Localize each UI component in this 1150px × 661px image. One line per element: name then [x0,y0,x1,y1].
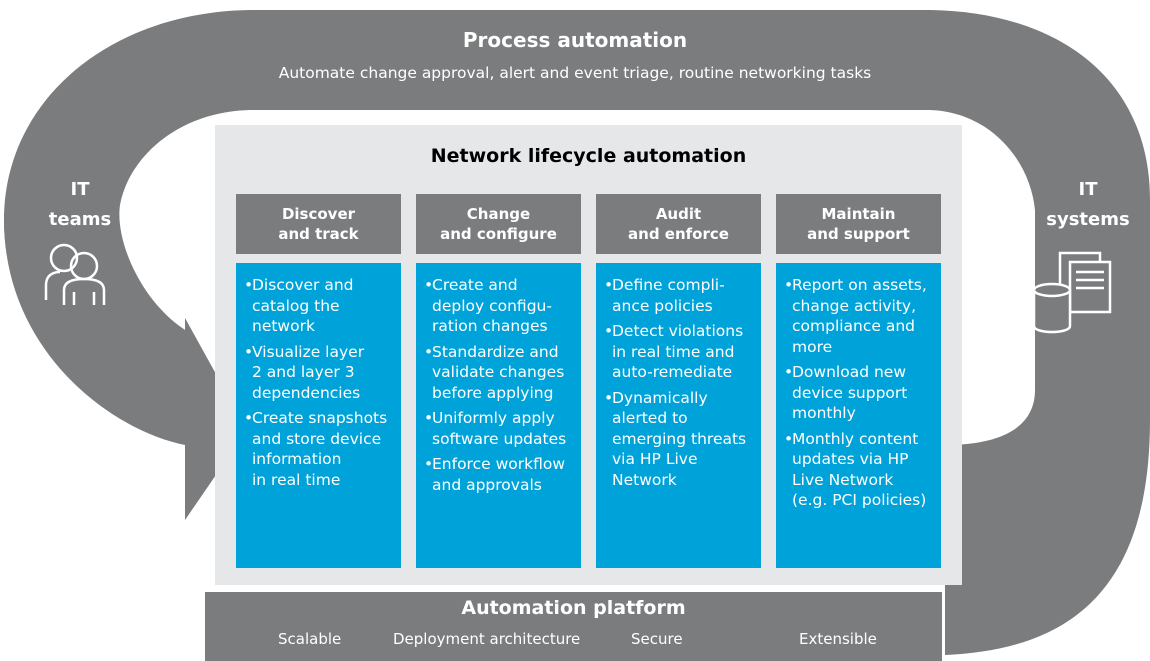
stage-heading-change: Change and configure [416,194,581,254]
automation-platform-title: Automation platform [461,597,686,619]
stage-box-maintain: Report on assets, change activity, compl… [776,263,941,568]
platform-item-scalable: Scalable [278,630,342,648]
stage-bullet: Enforce workflow and approvals [424,454,577,495]
stage-heading-audit: Audit and enforce [596,194,761,254]
stage-bullet: Create and deploy configu- ration change… [424,275,577,337]
stage-bullet: Discover and catalog the network [244,275,397,337]
database-documents-icon [1032,251,1112,334]
platform-item-secure: Secure [631,630,683,648]
platform-item-extensible: Extensible [799,630,877,648]
stage-heading-discover: Discover and track [236,194,401,254]
stage-box-change: Create and deploy configu- ration change… [416,263,581,568]
stage-box-audit: Define compli- ance policies Detect viol… [596,263,761,568]
stage-bullet: Visualize layer 2 and layer 3 dependenci… [244,342,397,404]
stage-bullet: Standardize and validate changes before … [424,342,577,404]
stage-bullet: Dynamically alerted to emerging threats … [604,388,757,491]
loop-entry-arrow [4,205,240,520]
platform-item-deployment: Deployment architecture [393,630,581,648]
stage-bullet: Report on assets, change activity, compl… [784,275,937,357]
automation-platform-bar [205,592,942,661]
process-loop-band [4,10,1150,655]
stage-heading-label: Discover and track [278,205,359,243]
process-automation-title: Process automation [462,28,688,52]
people-icon [44,243,106,305]
stage-heading-label: Audit and enforce [628,205,729,243]
stage-heading-label: Maintain and support [807,205,910,243]
it-systems-label: IT systems [1046,179,1130,230]
stage-bullet: Define compli- ance policies [604,275,757,316]
stage-bullet: Uniformly apply software updates [424,408,577,449]
stage-box-discover: Discover and catalog the network Visuali… [236,263,401,568]
stage-heading-label: Change and configure [440,205,557,243]
stage-bullet: Create snapshots and store device inform… [244,408,397,490]
entry-arrowhead [185,318,237,520]
stage-heading-maintain: Maintain and support [776,194,941,254]
stage-bullet: Detect violations in real time and auto-… [604,321,757,383]
lifecycle-title: Network lifecycle automation [430,145,747,167]
stage-bullet: Download new device support monthly [784,362,937,424]
stage-bullet: Monthly content updates via HP Live Netw… [784,429,937,511]
it-teams-label: IT teams [48,179,112,230]
process-automation-subtitle: Automate change approval, alert and even… [278,64,872,82]
